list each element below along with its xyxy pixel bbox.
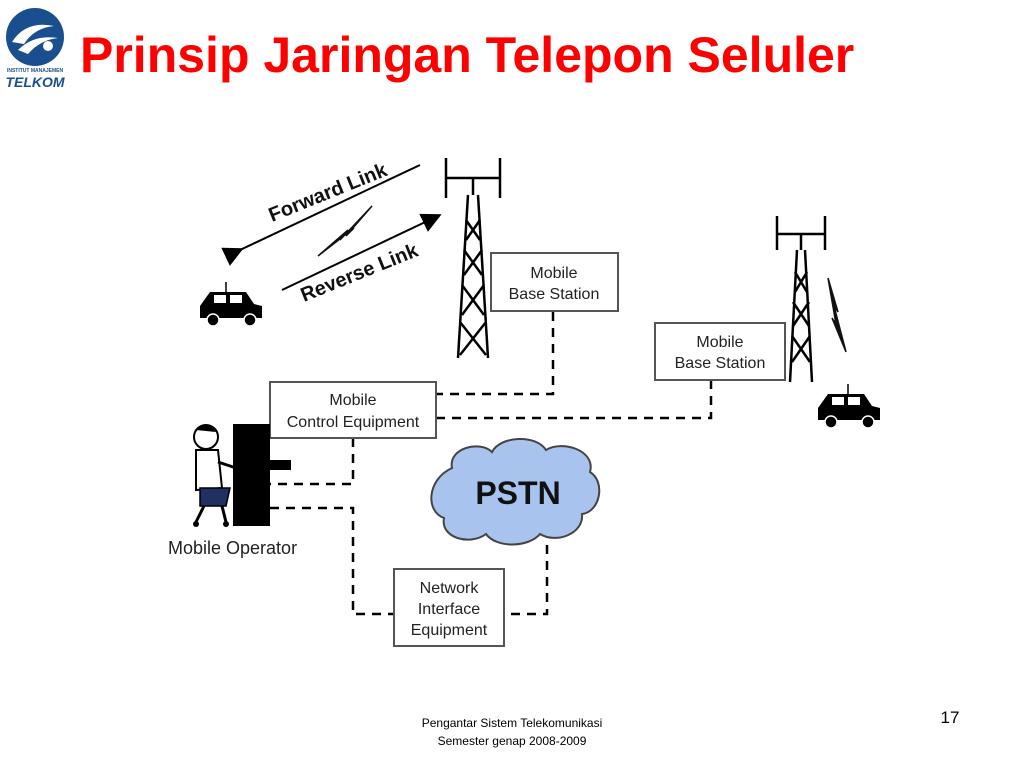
svg-text:Mobile: Mobile bbox=[530, 265, 577, 282]
svg-text:Equipment: Equipment bbox=[411, 622, 488, 639]
svg-text:Interface: Interface bbox=[418, 601, 480, 618]
footer-semester: Semester genap 2008-2009 bbox=[437, 734, 587, 748]
svg-text:Control Equipment: Control Equipment bbox=[287, 414, 420, 431]
svg-text:PSTN: PSTN bbox=[475, 475, 560, 511]
slide-title: Prinsip Jaringan Telepon Seluler bbox=[80, 27, 855, 83]
operator-person-icon bbox=[193, 424, 291, 527]
svg-text:Mobile: Mobile bbox=[696, 334, 743, 351]
mobile-base-station-1: Mobile Base Station bbox=[490, 252, 619, 312]
svg-text:Base Station: Base Station bbox=[675, 355, 766, 372]
lightning-bolt-icon bbox=[317, 205, 373, 257]
telkom-logo-icon bbox=[6, 8, 64, 66]
footer-course: Pengantar Sistem Telekomunikasi bbox=[421, 716, 603, 730]
svg-text:Base Station: Base Station bbox=[509, 286, 600, 303]
cloud-icon bbox=[430, 437, 601, 546]
network-interface-equipment: Network Interface Equipment bbox=[393, 568, 505, 647]
pstn-cloud: PSTN bbox=[430, 437, 601, 546]
car-icon bbox=[200, 282, 262, 327]
antenna-tower-icon bbox=[444, 158, 502, 359]
mobile-base-station-2: Mobile Base Station bbox=[654, 322, 786, 381]
lightning-bolt-icon bbox=[827, 277, 847, 353]
forward-link-label: Forward Link bbox=[266, 159, 391, 227]
logo-name: TELKOM bbox=[5, 74, 65, 90]
forward-link-arrow bbox=[221, 164, 421, 266]
page-number: 17 bbox=[940, 708, 960, 727]
mobile-control-equipment: Mobile Control Equipment bbox=[269, 381, 437, 439]
slide-footer: Pengantar Sistem Telekomunikasi Semester… bbox=[362, 714, 662, 750]
antenna-tower-icon bbox=[775, 216, 827, 383]
svg-text:Mobile: Mobile bbox=[329, 392, 376, 409]
reverse-link-arrow bbox=[281, 213, 442, 291]
mobile-operator-label: Mobile Operator bbox=[168, 538, 297, 558]
telkom-logo: INSTITUT MANAJEMEN TELKOM bbox=[4, 6, 66, 90]
svg-text:Network: Network bbox=[420, 580, 480, 597]
logo-institution: INSTITUT MANAJEMEN bbox=[6, 68, 64, 74]
car-icon bbox=[818, 384, 880, 429]
dashed-connections bbox=[270, 312, 713, 616]
